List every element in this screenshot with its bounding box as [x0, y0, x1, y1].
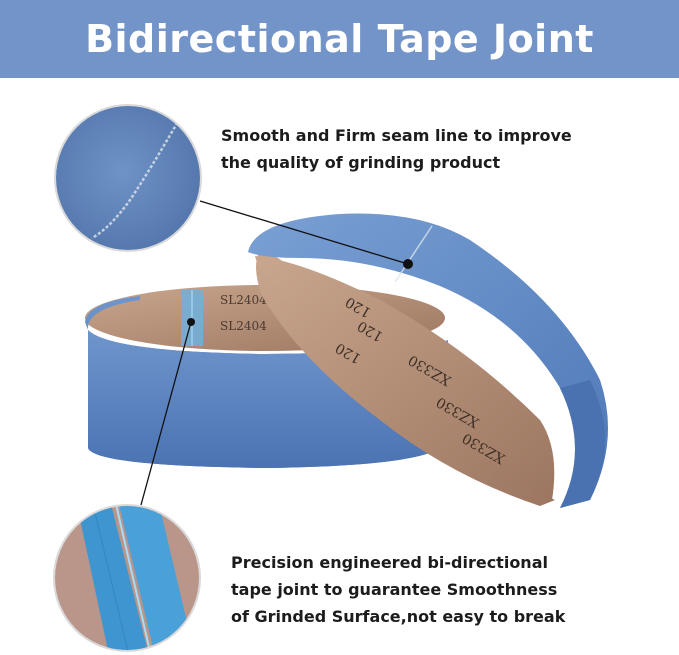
right-belt: XZ330 XZ330 XZ330 120 120 120	[248, 213, 608, 508]
callout-text-top: Smooth and Firm seam line to improve the…	[221, 122, 572, 176]
right-belt-outer	[248, 213, 608, 508]
callout-line-top	[199, 200, 409, 265]
left-belt-print-1: SL2404	[220, 293, 267, 307]
seam-zoom-circle-top	[54, 104, 202, 252]
callout-top-line-2: the quality of grinding product	[221, 153, 501, 172]
joint-zoom-circle-bottom	[53, 504, 201, 652]
callout-bottom-line-3: of Grinded Surface,not easy to break	[231, 607, 566, 626]
product-illustration: SL2404 SL2404 XZ330 XZ330 XZ330 120 120 …	[53, 104, 608, 652]
callout-top-line-1: Smooth and Firm seam line to improve	[221, 126, 572, 145]
callout-bottom-line-2: tape joint to guarantee Smoothness	[231, 580, 558, 599]
right-belt-joint	[394, 225, 433, 283]
callout-text-bottom: Precision engineered bi-directional tape…	[231, 549, 565, 630]
left-belt-print-2: SL2404	[220, 319, 267, 333]
callout-line-bottom	[140, 321, 192, 506]
title-banner: Bidirectional Tape Joint	[0, 0, 679, 78]
page-title: Bidirectional Tape Joint	[85, 17, 594, 61]
callout-bottom-line-1: Precision engineered bi-directional	[231, 553, 548, 572]
